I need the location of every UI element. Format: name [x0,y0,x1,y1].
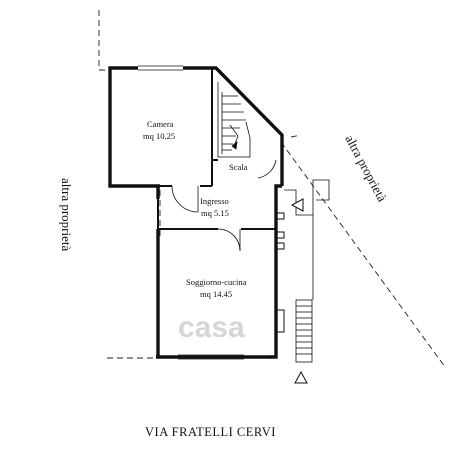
exterior-stairs [284,179,330,363]
street-name: VIA FRATELLI CERVI [145,425,276,439]
room-area-ingresso: mq 5.15 [201,208,229,218]
interior-walls [157,68,276,230]
watermark: casa [178,311,245,344]
windows [138,65,244,360]
room-name-ingresso: Ingresso [200,196,229,206]
property-boundary [98,10,446,368]
room-name-camera: Camera [147,119,174,129]
neighbor-label-right: altra proprietà [342,132,390,204]
doors [171,159,277,252]
neighbor-label-left: altra proprietà [59,178,74,251]
exterior-walls [108,66,284,359]
staircase [217,82,251,158]
wall-details [275,212,285,333]
room-area-soggiorno: mq 14.45 [200,289,232,299]
room-name-scala: Scala [229,162,248,172]
room-name-soggiorno: Soggiorno-cucina [186,277,247,287]
entrance-arrow-icon [290,198,308,384]
room-area-camera: mq 10.25 [143,131,175,141]
